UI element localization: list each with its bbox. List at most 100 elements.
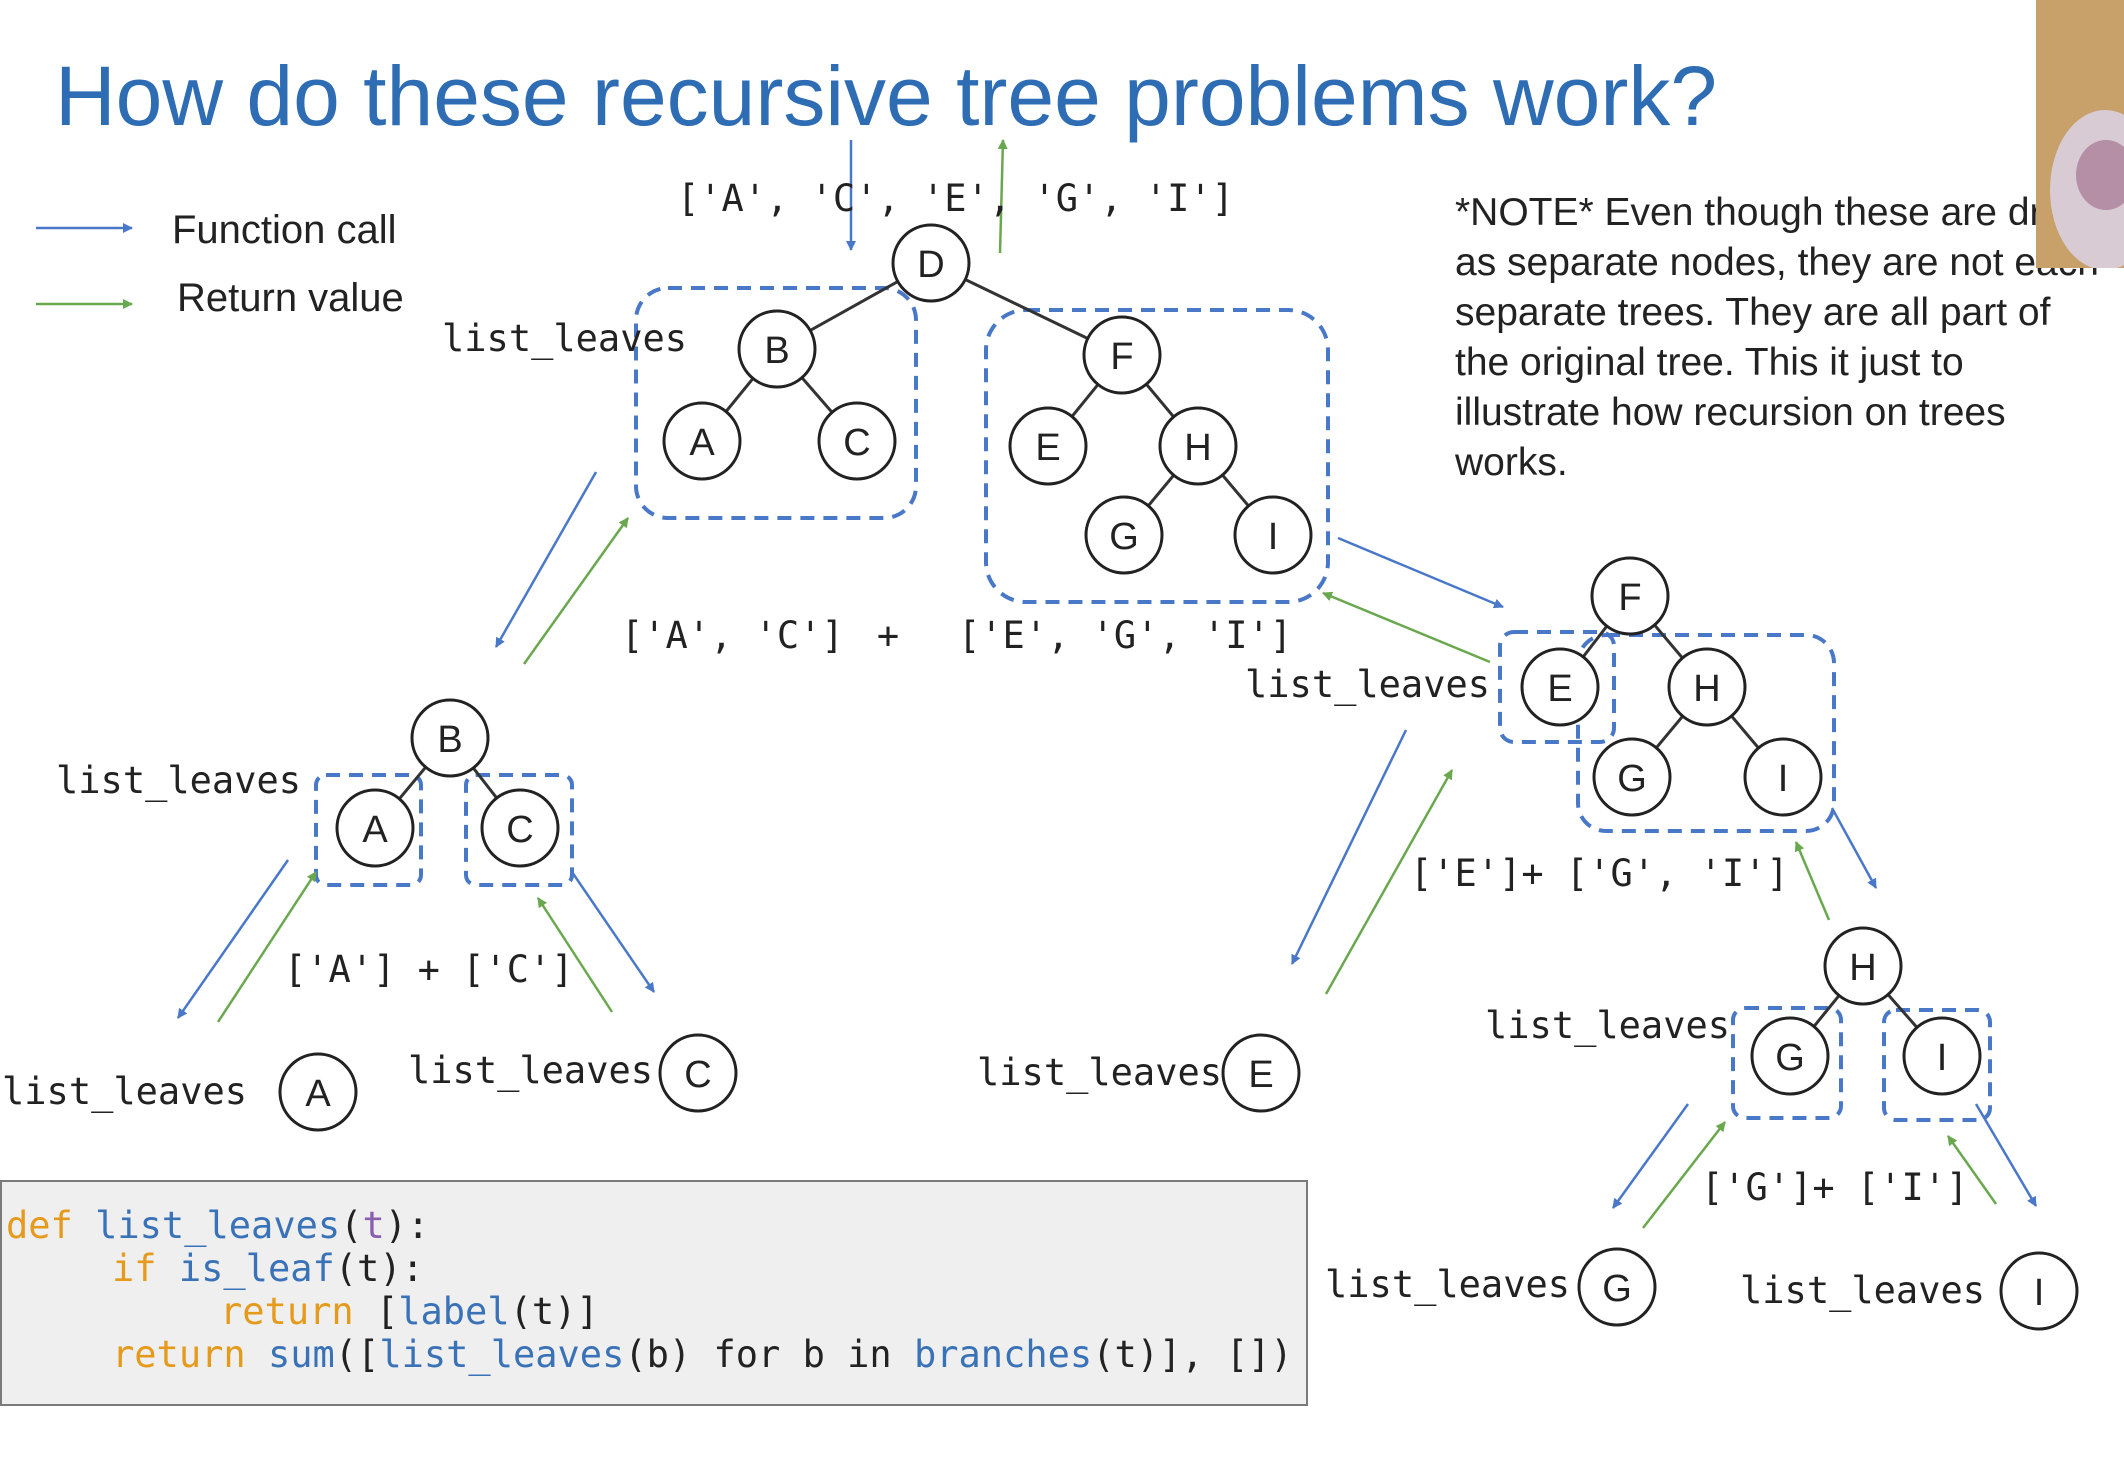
code-function-name: is_leaf [178,1247,335,1290]
tree-node [1221,1033,1301,1113]
code-function-name: sum [267,1333,335,1376]
code-text: (t)] [509,1290,599,1333]
tree-node-label: A [305,1073,331,1115]
code-function-name: label [398,1290,510,1333]
code-keyword: return [112,1333,246,1376]
return-arrow [1794,841,1831,921]
tree-node [1590,556,1670,636]
subtree-box [1576,633,1836,833]
function-call-label: list_leaves [1485,1004,1730,1048]
tree-node-label: G [1775,1037,1805,1079]
function-call-label: list_leaves [56,759,301,803]
tree-node [1158,406,1238,486]
result-label: ['A', 'C'] [621,614,844,657]
tree-node [737,309,817,389]
tree-node-label: I [1778,758,1789,800]
result-label: ['E']+ ['G', 'I'] [1410,852,1789,895]
tree-node [658,1033,738,1113]
return-arrow [216,871,318,1023]
tree-node [1082,315,1162,395]
code-keyword: def [6,1204,73,1247]
result-label: ['A'] + ['C'] [284,948,574,991]
tree-node-label: G [1602,1268,1632,1310]
subtree-box [634,286,918,520]
webcam-thumbnail [2036,0,2124,268]
tree-node [1084,495,1164,575]
function-call-label: list_leaves [1245,663,1490,707]
tree-node [335,788,415,868]
tree-node-label: E [1248,1054,1273,1096]
code-text: ([ [334,1333,380,1376]
subtree-box [1498,630,1616,744]
code-line-3: return [label(t)] [220,1290,599,1333]
tree-node-label: C [506,809,533,851]
tree-node [662,401,742,481]
tree-node-label: E [1035,427,1060,469]
function-call-label: list_leaves [2,1070,247,1114]
code-text: ( [340,1204,363,1247]
tree-node [278,1052,358,1132]
tree-node-label: H [1184,427,1211,469]
tree-node-label: I [1937,1037,1948,1079]
return-arrow [536,897,614,1013]
return-arrow [1946,1135,1998,1205]
call-arrow [494,471,598,648]
code-text: (t): [334,1247,424,1290]
tree-node [410,698,490,778]
tree-node [1592,737,1672,817]
tree-node [817,401,897,481]
tree-node-label: A [362,809,388,851]
tree-node-label: G [1617,758,1647,800]
code-function-name: list_leaves [379,1333,625,1376]
return-arrow [1324,769,1454,995]
result-label: ['G']+ ['I'] [1701,1166,1968,1209]
tree-node-label: A [689,422,715,464]
subtree-box [314,773,423,887]
function-call-label: list_leaves [408,1049,653,1093]
call-arrow [1290,729,1408,965]
tree-node-label: I [2034,1272,2045,1314]
function-call-label: list_leaves [442,317,687,361]
code-block: def list_leaves(t): if is_leaf(t): retur… [0,1180,1308,1406]
tree-node-label: H [1849,947,1876,989]
code-keyword: return [220,1290,354,1333]
legend-call-label: Function call [172,208,397,252]
tree-node [1008,406,1088,486]
call-arrow [176,859,290,1019]
return-arrow [997,139,1008,254]
code-param: t [362,1204,385,1247]
tree-node-label: B [437,719,462,761]
page-title: How do these recursive tree problems wor… [55,49,1718,143]
code-text: (t)], []) [1092,1333,1293,1376]
return-arrow [1322,591,1491,664]
call-arrow [1830,807,1878,889]
function-call-label: list_leaves [1325,1263,1570,1307]
result-label: + [877,614,899,657]
tree-node [1667,647,1747,727]
legend-return-label: Return value [177,276,404,320]
tree-node-label: C [684,1054,711,1096]
tree-node [891,223,971,303]
function-call-label: list_leaves [977,1051,1222,1095]
code-text: ): [384,1204,430,1247]
tree-node-label: D [917,244,944,286]
tree-node-label: I [1268,516,1279,558]
tree-node [1999,1251,2079,1331]
tree-node-label: F [1110,336,1133,378]
tree-node-label: C [843,422,870,464]
tree-node [1520,647,1600,727]
tree-node [1233,495,1313,575]
call-arrow [1611,1103,1690,1209]
code-function-name: list_leaves [95,1204,341,1247]
tree-node-label: F [1618,577,1641,619]
code-text: [ [375,1290,399,1333]
tree-node-label: B [764,330,789,372]
return-arrow [1642,1121,1726,1229]
tree-node-label: G [1109,516,1139,558]
result-label: ['E', 'G', 'I'] [958,614,1292,657]
code-text: (b) for b in [624,1333,914,1376]
tree-node [1577,1247,1657,1327]
tree-node-label: E [1547,668,1572,710]
